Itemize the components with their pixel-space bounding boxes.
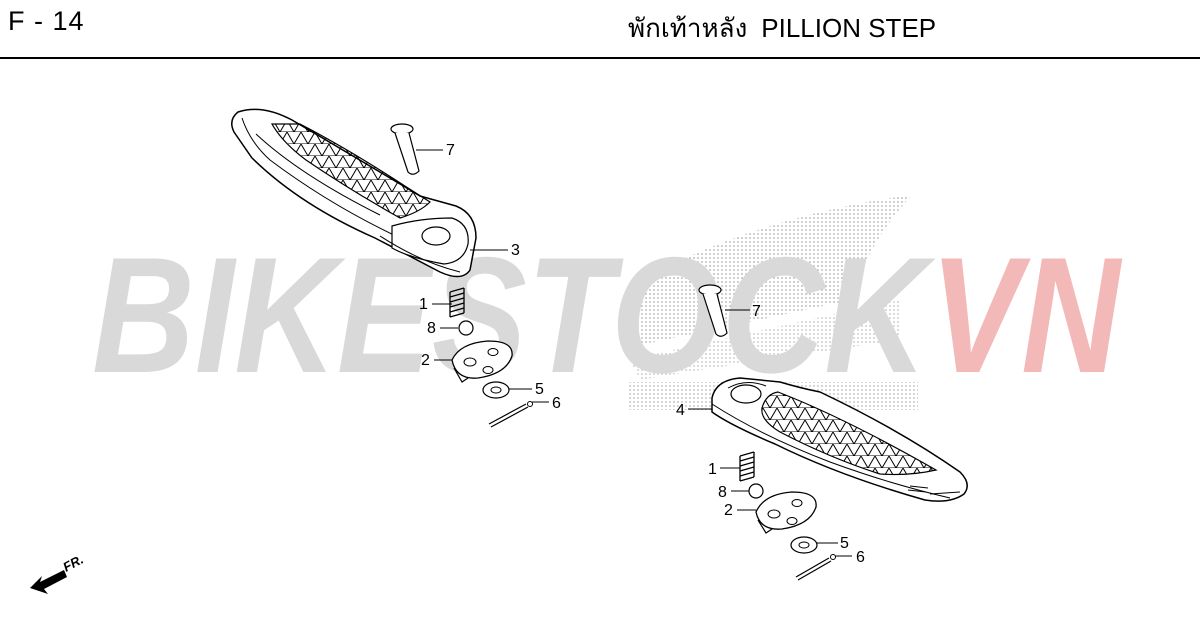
right-leader-lines bbox=[688, 309, 852, 557]
page-header: F - 14 พักเท้าหลัง PILLION STEP bbox=[0, 0, 1200, 59]
step-bar-left-part-3 bbox=[231, 108, 477, 278]
washer-right-part-5 bbox=[790, 536, 818, 554]
callout-right-5: 5 bbox=[840, 535, 849, 552]
front-arrow-icon bbox=[30, 570, 67, 594]
cotter-pin-left-part-6 bbox=[488, 401, 533, 428]
watermark-main-text: BIKESTOCK bbox=[92, 223, 936, 407]
callout-left-3: 3 bbox=[511, 242, 520, 259]
title-english: PILLION STEP bbox=[761, 13, 937, 43]
right-step-assembly: 7 4 1 8 2 5 6 bbox=[676, 284, 968, 581]
callout-left-8: 8 bbox=[427, 320, 436, 337]
page-title: พักเท้าหลัง PILLION STEP bbox=[628, 8, 936, 49]
cotter-pin-right-part-6 bbox=[795, 554, 836, 581]
bikestock-watermark: BIKESTOCK VN bbox=[92, 223, 1122, 407]
callout-right-1: 1 bbox=[708, 461, 717, 478]
front-direction-indicator: FR. bbox=[30, 552, 86, 594]
spring-right-part-1 bbox=[739, 451, 755, 482]
callout-right-6: 6 bbox=[856, 549, 865, 566]
title-thai: พักเท้าหลัง bbox=[628, 13, 748, 43]
callout-left-2: 2 bbox=[421, 352, 430, 369]
pin-left-part-7 bbox=[390, 123, 420, 175]
callout-left-7: 7 bbox=[446, 142, 455, 159]
callout-right-8: 8 bbox=[718, 484, 727, 501]
callout-left-5: 5 bbox=[535, 381, 544, 398]
callout-left-1: 1 bbox=[419, 296, 428, 313]
callout-right-2: 2 bbox=[724, 502, 733, 519]
washer-left-part-5 bbox=[482, 381, 510, 399]
pin-right-part-7 bbox=[698, 284, 728, 337]
callout-right-4: 4 bbox=[676, 402, 685, 419]
plate-left-part-2 bbox=[451, 340, 513, 383]
step-bar-right-part-4 bbox=[711, 377, 968, 502]
left-step-assembly: 7 3 1 8 2 5 6 bbox=[231, 108, 561, 428]
left-leader-lines bbox=[416, 149, 549, 403]
watermark-accent-text: VN bbox=[930, 223, 1122, 407]
ball-left-part-8 bbox=[458, 320, 474, 336]
page-code: F - 14 bbox=[8, 6, 85, 36]
plate-right-part-2 bbox=[755, 491, 817, 534]
ball-right-part-8 bbox=[748, 483, 764, 499]
callout-right-7: 7 bbox=[752, 303, 761, 320]
callout-left-6: 6 bbox=[552, 395, 561, 412]
header-divider bbox=[0, 57, 1200, 59]
